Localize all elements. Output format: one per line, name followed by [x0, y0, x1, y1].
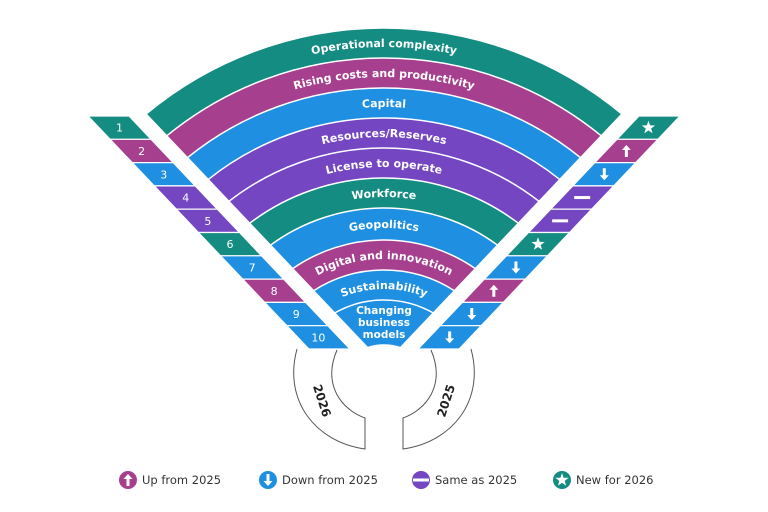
- rank-number: 6: [226, 238, 233, 251]
- legend-item-up: Up from 2025: [119, 471, 221, 489]
- bracket-2025: [402, 348, 475, 450]
- arrow-down-icon: [467, 308, 477, 321]
- rank-row-10: [285, 325, 352, 350]
- rank-number: 8: [271, 285, 278, 298]
- rank-number: 3: [160, 168, 167, 181]
- rank-number: 1: [116, 122, 123, 135]
- rank-number: 7: [249, 261, 256, 274]
- year-label-2025: 2025: [434, 383, 458, 419]
- dash-icon: [413, 478, 429, 482]
- fan-bands: [144, 27, 624, 367]
- legend-item-new: New for 2026: [553, 471, 653, 489]
- legend-item-same: Same as 2025: [412, 471, 517, 489]
- band-label: Capital: [362, 97, 407, 111]
- star-icon: [641, 120, 656, 134]
- star-icon: [555, 473, 569, 486]
- dash-icon: [574, 196, 591, 200]
- arrow-up-icon: [123, 474, 133, 486]
- arrow-down-icon: [445, 331, 455, 344]
- legend-label: Up from 2025: [142, 473, 222, 487]
- legend-label: Same as 2025: [435, 473, 518, 487]
- band-10: [333, 299, 435, 367]
- rank-number: 2: [138, 145, 145, 158]
- rank-strip-2026: 1 2 3 4 5 6 7 8 9 10: [86, 115, 352, 350]
- arrow-down-icon: [259, 471, 277, 489]
- arrow-down-icon: [263, 474, 273, 486]
- year-label-2026: 2026: [310, 383, 334, 419]
- rank-number: 9: [293, 308, 300, 321]
- dash-icon: [412, 471, 430, 489]
- star-icon: [553, 471, 571, 489]
- arrow-up-icon: [621, 144, 631, 157]
- change-strip-2025: [416, 115, 682, 350]
- band-label: Changing: [356, 305, 412, 317]
- rank-number: 4: [182, 192, 189, 205]
- star-icon: [531, 237, 545, 250]
- arrow-up-icon: [489, 284, 499, 297]
- rank-number: 10: [311, 331, 325, 344]
- rank-number: 5: [204, 215, 211, 228]
- legend-label: New for 2026: [576, 473, 654, 487]
- arrow-down-icon: [511, 261, 521, 274]
- legend: Up from 2025 Down from 2025 Same as 2025…: [0, 471, 768, 491]
- band-label: Workforce: [351, 187, 417, 202]
- legend-item-down: Down from 2025: [259, 471, 378, 489]
- center-hole: [366, 344, 402, 367]
- arrow-down-icon: [599, 168, 609, 181]
- dash-icon: [552, 219, 569, 223]
- band-label: business: [358, 317, 410, 329]
- band-label: models: [363, 329, 406, 341]
- legend-label: Down from 2025: [282, 473, 378, 487]
- bracket-2026: [293, 348, 366, 450]
- year-brackets: [293, 348, 475, 450]
- arrow-up-icon: [119, 471, 137, 489]
